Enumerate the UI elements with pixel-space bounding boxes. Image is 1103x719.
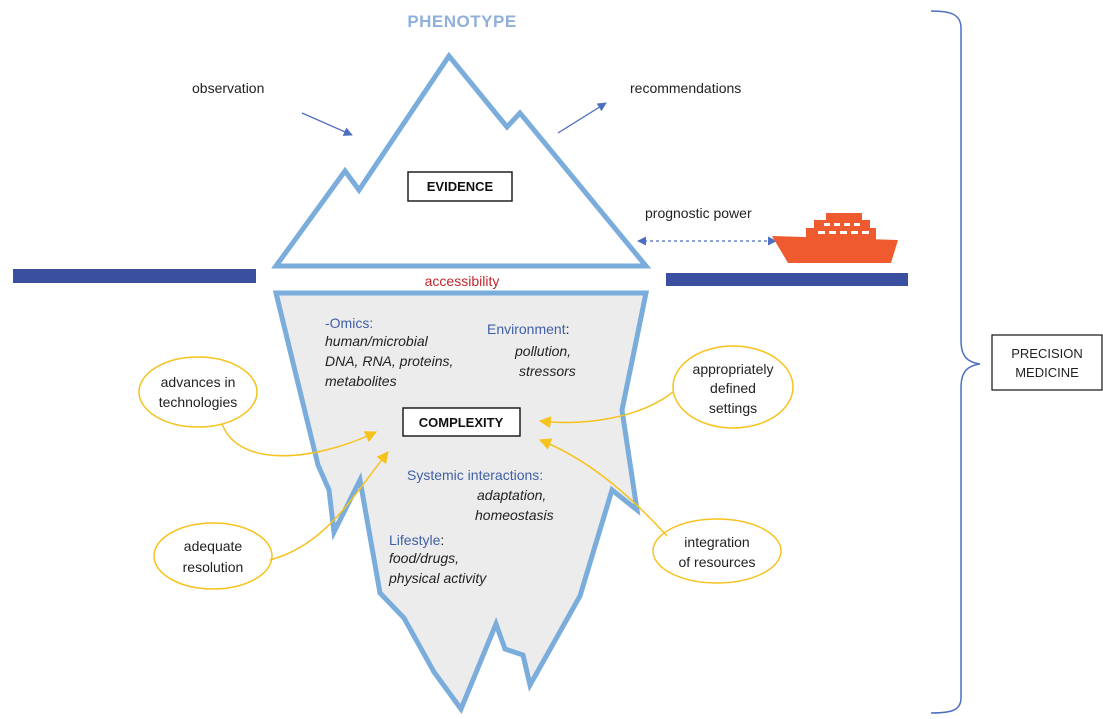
- environment-line-1: pollution,: [514, 343, 571, 359]
- integration-arrow: [538, 438, 668, 537]
- iceberg-bottom: [272, 290, 650, 715]
- precision-medicine-line-1: PRECISION: [1011, 346, 1083, 361]
- integration-line-2: of resources: [678, 554, 755, 570]
- precision-medicine-box: [991, 334, 1103, 391]
- advances-arrow: [221, 423, 378, 457]
- omics-line-3: metabolites: [325, 373, 397, 389]
- settings-line-3: settings: [709, 400, 757, 416]
- environment-line-2: stressors: [519, 363, 576, 379]
- omics-line-1: human/microbial: [325, 333, 429, 349]
- settings-line-2: defined: [710, 380, 756, 396]
- omics-line-2: DNA, RNA, proteins,: [325, 353, 453, 369]
- resolution-line-1: adequate: [184, 538, 243, 554]
- waterline-right: [666, 273, 908, 286]
- complexity-box: [402, 407, 521, 437]
- systemic-label: Systemic interactions:: [407, 467, 543, 483]
- lifestyle-line-2: physical activity: [388, 570, 487, 586]
- integration-ellipse: [652, 518, 782, 584]
- iceberg-top: [271, 51, 652, 269]
- accessibility-label: accessibility: [425, 273, 500, 289]
- waterline-left: [13, 269, 256, 283]
- observation-arrow: [301, 112, 353, 136]
- advances-line-1: advances in: [161, 374, 236, 390]
- lifestyle-line-1: food/drugs,: [389, 550, 459, 566]
- precision-medicine-line-2: MEDICINE: [1015, 365, 1079, 380]
- recommendations-arrow: [557, 102, 607, 134]
- ship-icon: [772, 213, 898, 263]
- resolution-ellipse: [153, 522, 273, 590]
- phenotype-title: PHENOTYPE: [407, 12, 516, 31]
- advances-line-2: technologies: [159, 394, 238, 410]
- omics-label: -Omics:: [325, 315, 373, 331]
- observation-label: observation: [192, 80, 264, 96]
- systemic-line-2: homeostasis: [475, 507, 554, 523]
- settings-line-1: appropriately: [693, 361, 774, 377]
- advances-ellipse: [138, 356, 258, 428]
- prognostic-power-label: prognostic power: [645, 205, 752, 221]
- resolution-line-2: resolution: [183, 559, 244, 575]
- evidence-box: [407, 171, 513, 202]
- integration-line-1: integration: [684, 534, 749, 550]
- settings-arrow: [538, 391, 674, 429]
- precision-medicine-brace: [930, 10, 981, 714]
- resolution-arrow: [269, 451, 389, 561]
- lifestyle-label: Lifestyle:: [389, 532, 444, 548]
- complexity-label: COMPLEXITY: [419, 415, 504, 430]
- settings-ellipse: [672, 345, 794, 429]
- environment-label: Environment:: [487, 321, 569, 337]
- evidence-label: EVIDENCE: [427, 179, 494, 194]
- recommendations-label: recommendations: [630, 80, 741, 96]
- systemic-line-1: adaptation,: [477, 487, 546, 503]
